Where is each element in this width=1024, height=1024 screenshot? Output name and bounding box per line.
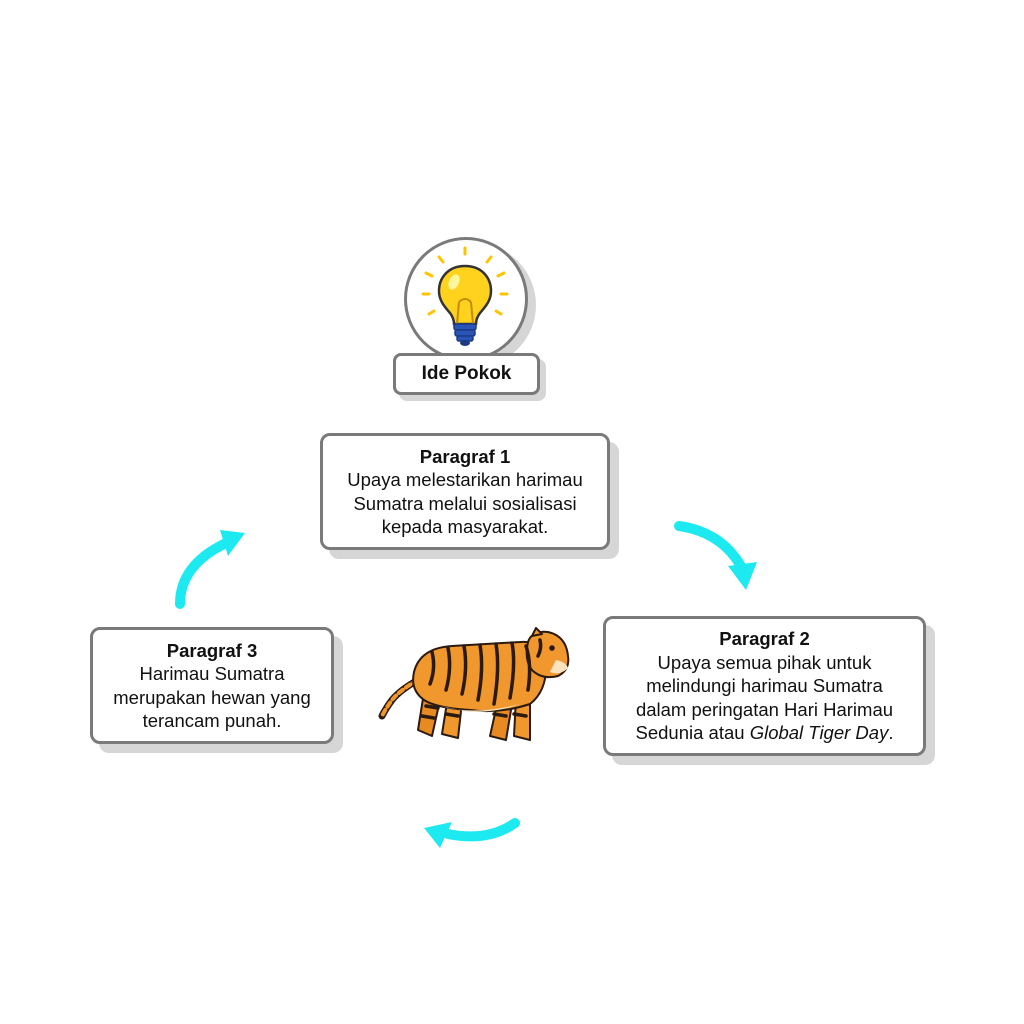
card-line: melindungi harimau Sumatra [646, 675, 883, 697]
card-paragraf-2: Paragraf 2 Upaya semua pihak untuk melin… [603, 616, 926, 756]
card-line: kepada masyarakat. [381, 516, 549, 537]
card-title: Paragraf 2 [719, 628, 810, 650]
card-line: dalam peringatan Hari Harimau [635, 698, 894, 720]
card-line: terancam punah. [142, 710, 282, 731]
card-title: Paragraf 3 [166, 639, 258, 661]
tiger-icon [378, 627, 570, 741]
idea-label: Ide Pokok [393, 353, 540, 395]
card-line-prefix: Sedunia atau [635, 722, 750, 744]
card-title: Paragraf 1 [419, 445, 511, 467]
card-line: Upaya semua pihak untuk [657, 651, 872, 673]
arrow-to-paragraf-2 [674, 521, 757, 590]
card-paragraf-3: Paragraf 3 Harimau Sumatra merupakan hew… [90, 627, 334, 744]
card-line: Harimau Sumatra [139, 663, 285, 684]
card-line: merupakan hewan yang [113, 686, 311, 708]
arrow-to-paragraf-1 [175, 530, 245, 609]
card-line: Sumatra melalui sosialisasi [353, 492, 577, 514]
card-line-italic: Global Tiger Day [749, 722, 889, 744]
lightbulb-icon [421, 246, 509, 346]
card-line: Upaya melestarikan harimau [347, 469, 583, 490]
card-paragraf-1: Paragraf 1 Upaya melestarikan harimau Su… [320, 433, 610, 550]
arrow-to-paragraf-3 [424, 818, 520, 848]
card-line: Sedunia atau Global Tiger Day. [606, 721, 923, 745]
card-line-suffix: . [888, 722, 894, 744]
